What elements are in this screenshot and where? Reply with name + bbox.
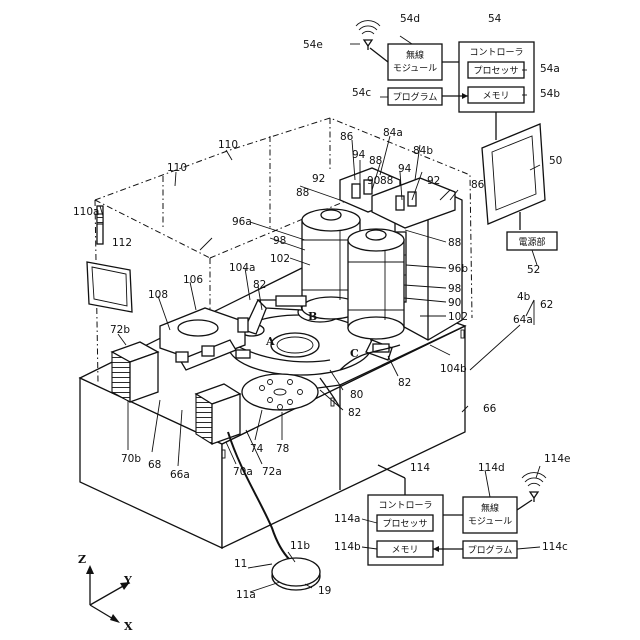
ref-11b: 11b [290,540,310,552]
ref-98-left: 98 [273,235,286,247]
ref-11a: 11a [236,589,256,601]
ref-114a: 114a [334,513,360,525]
memory-114b: メモリ [391,546,418,556]
ref-54c: 54c [352,87,371,99]
power-unit-52: 電源部 [507,232,557,250]
ref-96b: 96b [448,263,468,275]
ref-90-top: 90 [367,175,380,187]
ref-98-right: 98 [448,283,461,295]
site-marker-a: A [265,335,275,348]
reagent-cylinder-96b [348,229,404,339]
ref-66a: 66a [170,469,190,481]
ref-74: 74 [250,443,264,455]
controller-54-title: コントローラ [469,47,523,58]
ref-54b: 54b [540,88,560,100]
wireless-54d-line1: 無線 [406,49,424,61]
ref-108: 108 [148,289,168,301]
ref-54e: 54e [303,39,323,51]
site-marker-c: C [350,347,359,360]
ref-82-top: 82 [253,279,266,291]
ref-78: 78 [276,443,289,455]
controller-114-title: コントローラ [378,500,432,511]
ref-104a: 104a [229,262,255,274]
ref-50: 50 [549,155,562,167]
ref-106: 106 [183,274,203,286]
ref-54: 54 [488,13,502,25]
card-device-11 [272,558,320,590]
ref-80: 80 [350,389,363,401]
ref-88-right: 88 [448,237,461,249]
ref-84a: 84a [383,127,403,139]
ref-114c: 114c [542,541,568,553]
ref-68: 68 [148,459,161,471]
ref-82-low: 82 [348,407,361,419]
ref-96a: 96a [232,216,252,228]
tube-rack-72b [112,342,158,402]
ref-90-right: 90 [448,297,461,309]
ref-88-top: 88 [369,155,382,167]
ref-102-right: 102 [448,311,468,323]
ref-114e: 114e [544,453,571,465]
turntable-74 [242,374,318,410]
axis-y-label: Y [123,574,132,587]
ref-64a: 64a [513,314,533,326]
wireless-54d: 無線 モジュール [388,44,442,80]
program-54c: プログラム [388,88,442,105]
ref-102-left: 102 [270,253,290,265]
ref-54d: 54d [400,13,420,25]
ref-88-mid: 88 [380,175,393,187]
ref-92-right: 92 [427,175,440,187]
memory-54b: メモリ [482,92,509,102]
wireless-114d: 無線 モジュール [463,497,517,533]
ref-88-left: 88 [296,187,309,199]
program-114c-label: プログラム [468,544,513,556]
ref-112: 112 [112,237,132,249]
axis-x-label: X [124,620,133,633]
ref-92-left: 92 [312,173,325,185]
monitor-50 [482,124,545,230]
ref-114b: 114b [334,541,361,553]
ref-66: 66 [483,403,497,415]
wireless-114d-line2: モジュール [468,517,512,527]
ref-86-top: 86 [340,131,354,143]
controller-54: コントローラ プロセッサ メモリ [459,42,534,112]
ref-114d: 114d [478,462,505,474]
ref-110-left: 110 [167,162,187,174]
processor-114a: プロセッサ [382,519,427,530]
ref-11: 11 [234,558,247,570]
program-114c: プログラム [463,541,517,558]
controller-114: コントローラ プロセッサ メモリ [368,495,443,565]
ref-52: 52 [527,264,540,276]
antenna-54e-icon [356,21,380,50]
ref-62: 62 [540,299,553,311]
ref-19: 19 [318,585,331,597]
ref-104b: 104b [440,363,467,375]
wireless-114d-line1: 無線 [481,502,499,514]
ref-110-top: 110 [218,139,238,151]
ref-4b: 4b [517,291,531,303]
power-unit-label: 電源部 [518,236,545,248]
touch-display-112 [87,262,132,312]
ref-114: 114 [410,462,430,474]
tube-rack-72a [196,384,240,444]
ref-72a: 72a [262,466,282,478]
ref-72b: 72b [110,324,130,336]
antenna-114e-icon [522,473,546,502]
ref-94-left: 94 [352,149,366,161]
program-54c-label: プログラム [393,91,438,103]
ref-70a: 70a [233,466,253,478]
ref-70b: 70b [121,453,141,465]
ref-110a: 110a [73,206,99,218]
ref-86-right: 86 [471,179,485,191]
processor-54a: プロセッサ [473,66,518,77]
axis-z-label: Z [78,553,86,566]
wireless-54d-line2: モジュール [393,64,437,74]
ref-82-right: 82 [398,377,411,389]
ref-94-right: 94 [398,163,412,175]
site-marker-b: B [308,310,317,323]
ref-54a: 54a [540,63,560,75]
coordinate-axes: Z Y X [78,553,133,633]
ref-84b: 84b [413,145,433,157]
